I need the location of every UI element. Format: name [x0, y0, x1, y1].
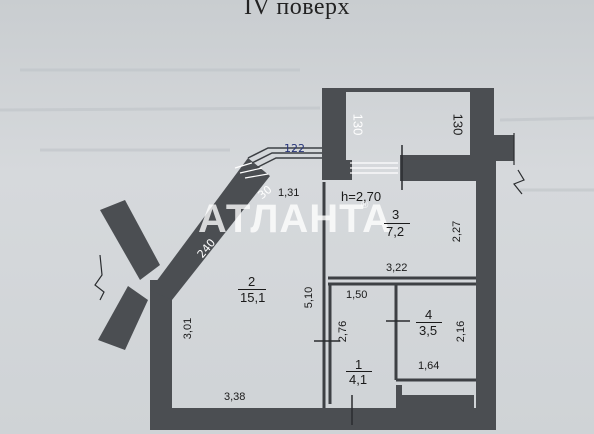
dim-2-16: 2,16	[455, 320, 468, 343]
floor-title: IV поверх	[243, 0, 351, 20]
room-1-divider	[346, 371, 372, 372]
top-frame	[247, 147, 322, 169]
door-marks	[314, 145, 410, 425]
dim-3-22: 3,22	[386, 262, 408, 274]
dim-1-64: 1,64	[418, 360, 440, 372]
dim-3-38: 3,38	[224, 391, 246, 403]
dim-130-right: 130	[450, 113, 466, 136]
dim-1-50: 1,50	[346, 289, 368, 301]
watermark-text: АТЛАНТА	[198, 197, 392, 241]
room-4-number: 4	[425, 307, 433, 322]
room-3-area: 7,2	[386, 224, 405, 239]
dim-5-10: 5,10	[303, 286, 316, 309]
room-3-divider	[384, 223, 410, 224]
partitions	[322, 182, 476, 408]
handwritten-122: 122	[284, 142, 305, 155]
room-2-number: 2	[248, 274, 256, 289]
room-2-divider	[238, 289, 266, 290]
ceiling-height: h=2,70	[341, 189, 382, 204]
dim-1-31: 1,31	[278, 187, 300, 199]
walls	[98, 88, 514, 430]
watermark-registered-mark: ®	[361, 200, 369, 211]
dim-2-76: 2,76	[337, 320, 350, 343]
room-2-area: 15,1	[240, 290, 266, 305]
room-4-divider	[416, 322, 442, 323]
room-3-number: 3	[392, 207, 400, 222]
break-lines	[94, 133, 525, 301]
room-4-area: 3,5	[419, 323, 438, 338]
window-marks	[234, 161, 398, 179]
room-1-area: 4,1	[349, 372, 368, 387]
dim-2-27: 2,27	[451, 220, 464, 243]
background-texture	[0, 68, 594, 192]
room-1-number: 1	[355, 357, 363, 372]
dim-130-left: 130	[350, 113, 366, 136]
dim-3-01: 3,01	[182, 317, 195, 340]
